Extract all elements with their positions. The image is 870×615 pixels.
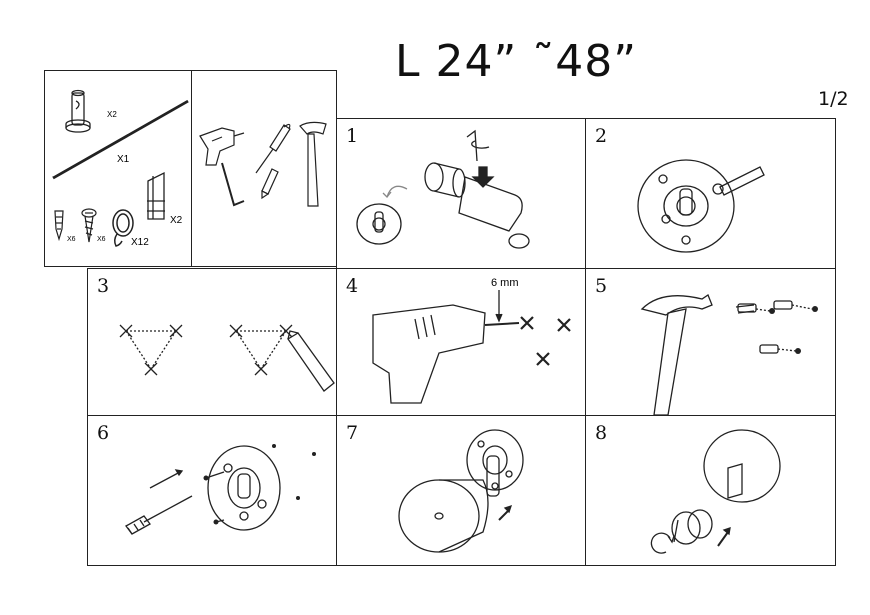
finial-qty: X2 — [170, 215, 183, 226]
hex-key-icon — [221, 162, 245, 207]
step-8-number: 8 — [595, 422, 608, 444]
pencil-icon — [261, 168, 279, 200]
step-5-illustration — [640, 294, 818, 416]
hammer-icon — [299, 121, 327, 207]
ring-qty: X12 — [131, 237, 149, 248]
step-5-number: 5 — [595, 275, 608, 297]
step-4-illustration: 6 mm — [372, 277, 571, 404]
step-5-panel: 5 — [585, 268, 836, 416]
step-7-panel: 7 — [336, 415, 586, 566]
tools-illustration — [199, 121, 327, 207]
screw-icon — [81, 208, 97, 243]
step-2-illustration — [637, 159, 765, 253]
step-6-panel: 6 — [87, 415, 337, 566]
bracket-qty: X2 — [107, 110, 117, 119]
step-1-illustration — [356, 129, 530, 249]
finial-icon — [147, 171, 165, 220]
step-1-panel: 1 — [336, 118, 586, 269]
parts-illustration: X2 X1 X6 X6 — [52, 89, 189, 248]
screw-qty: X6 — [97, 236, 106, 243]
step-7-illustration — [398, 429, 524, 553]
anchor-qty: X6 — [67, 236, 76, 243]
rod-qty: X1 — [117, 154, 130, 165]
step-8-illustration — [650, 429, 781, 554]
screwdriver-icon — [255, 123, 291, 174]
step-2-number: 2 — [595, 125, 608, 147]
page-number: 1/2 — [818, 88, 849, 110]
tools-panel — [191, 70, 337, 267]
step-6-number: 6 — [97, 422, 110, 444]
step-3-panel: 3 — [87, 268, 337, 416]
step-3-number: 3 — [97, 275, 110, 297]
step-6-illustration — [125, 444, 316, 535]
parts-panel: X2 X1 X6 X6 — [44, 70, 192, 267]
step-3-illustration — [119, 324, 335, 392]
ring-icon — [112, 209, 134, 247]
bracket-icon — [65, 89, 91, 133]
step-4-panel: 4 6 mm — [336, 268, 586, 416]
page-title: L 24” ˜48” — [395, 36, 638, 87]
step-1-number: 1 — [346, 125, 359, 147]
step-2-panel: 2 — [585, 118, 836, 269]
drill-size-label: 6 mm — [491, 277, 519, 289]
rod-icon — [52, 99, 189, 180]
step-7-number: 7 — [346, 422, 359, 444]
step-8-panel: 8 — [585, 415, 836, 566]
step-4-number: 4 — [346, 275, 359, 297]
anchor-icon — [54, 210, 64, 242]
drill-icon — [199, 127, 245, 166]
